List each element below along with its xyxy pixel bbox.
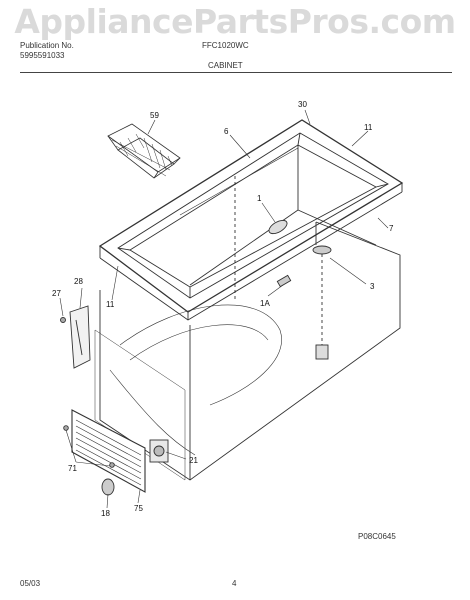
callout-28: 28	[74, 277, 83, 286]
grille	[63, 409, 146, 493]
callout-59: 59	[150, 111, 159, 120]
callout-3: 3	[370, 282, 375, 291]
control-box	[149, 439, 169, 463]
callout-21: 21	[189, 456, 198, 465]
drain-plug	[312, 245, 332, 360]
callout-1a: 1A	[260, 299, 270, 308]
callout-75: 75	[134, 504, 143, 513]
callout-71: 71	[68, 464, 77, 473]
callout-1: 1	[257, 194, 262, 203]
callout-30: 30	[298, 100, 307, 109]
callout-6: 6	[224, 127, 229, 136]
publication-label: Publication No.	[20, 41, 74, 50]
diagram-code: P08C0645	[358, 532, 396, 541]
cabinet-body	[94, 221, 401, 481]
callout-11-top: 11	[364, 123, 373, 132]
leader-lines	[59, 109, 389, 509]
publication-number: 5995591033	[20, 51, 65, 60]
callout-27: 27	[52, 289, 61, 298]
lid-frame	[98, 119, 404, 321]
callout-18: 18	[101, 509, 110, 518]
page-number: 4	[232, 579, 237, 588]
callout-7: 7	[389, 224, 394, 233]
handle-part	[268, 219, 292, 288]
model-number: FFC1020WC	[202, 41, 249, 50]
callout-11-left: 11	[106, 300, 115, 309]
wire-basket	[107, 123, 181, 179]
header-rule	[20, 72, 452, 73]
footer-date: 05/03	[20, 579, 41, 588]
watermark: AppliancePartsPros.com	[14, 2, 456, 41]
section-title: CABINET	[208, 61, 243, 70]
hinge-bracket	[60, 305, 91, 369]
leveling-foot	[101, 478, 115, 496]
